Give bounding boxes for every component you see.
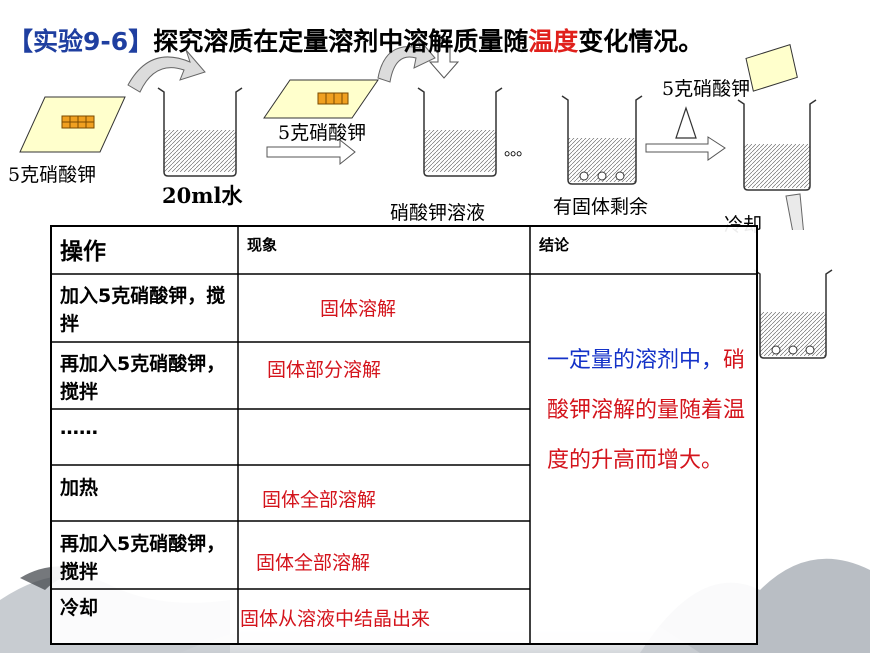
label-dots: 。。。 <box>504 140 532 159</box>
observation-cell-1: 固体溶解 <box>320 298 397 320</box>
observation-cell-6: 固体从溶液中结晶出来 <box>240 608 431 630</box>
experiment-diagram <box>19 36 817 230</box>
operation-cell-6: 冷却 <box>60 597 99 619</box>
beaker-heated <box>737 99 817 191</box>
observation-cell-5: 固体全部溶解 <box>256 552 371 574</box>
slide-title: 【实验9-6】探究溶质在定量溶剂中溶解质量随温度变化情况。 <box>8 22 703 58</box>
heat-triangle <box>675 106 697 139</box>
title-text-a: 探究溶质在定量溶剂中溶解质量随 <box>153 27 529 56</box>
operation-cell-2: 再加入5克硝酸钾，搅拌 <box>60 353 226 403</box>
label-residue: 有固体剩余 <box>553 196 649 218</box>
label-salt-2: 5克硝酸钾 <box>278 122 367 144</box>
salt-pile-2 <box>317 92 349 105</box>
label-salt-1: 5克硝酸钾 <box>8 164 97 186</box>
down-arrow-2 <box>428 39 460 79</box>
weighing-paper-3 <box>745 43 798 92</box>
conclusion-text: 一定量的溶剂中，硝酸钾溶解的量随着温度的升高而增大。 <box>547 336 757 486</box>
label-salt-3: 5克硝酸钾 <box>662 78 751 100</box>
conclusion-part-1: 一定量的溶剂中， <box>547 348 724 373</box>
beaker-water <box>157 87 243 177</box>
header-operation: 操作 <box>60 239 106 265</box>
header-phenomenon: 现象 <box>247 236 278 254</box>
beaker-solution <box>417 87 503 177</box>
observation-cell-2: 固体部分溶解 <box>267 359 382 381</box>
header-conclusion: 结论 <box>539 236 570 254</box>
title-bracket-open: 【 <box>8 27 34 56</box>
conclusion-part-2: 硝酸钾溶解的量随着温度的升高而增大。 <box>547 348 746 473</box>
arrow-right-1 <box>266 138 356 166</box>
arrow-right-2 <box>645 136 726 161</box>
label-solution: 硝酸钾溶液 <box>390 202 486 224</box>
operation-cell-4: 加热 <box>60 477 99 499</box>
beaker-residue <box>561 95 643 185</box>
title-highlight: 温度 <box>528 27 579 56</box>
operation-cell-3: …… <box>60 417 98 439</box>
title-bracket-close: 】 <box>128 27 154 56</box>
operation-cell-1: 加入5克硝酸钾，搅拌 <box>60 285 226 335</box>
observation-cell-4: 固体全部溶解 <box>262 489 377 511</box>
down-arrow-cool <box>785 193 804 230</box>
title-text-b: 变化情况。 <box>578 27 704 56</box>
pour-arrow-1 <box>127 49 206 93</box>
title-experiment-number: 实验9-6 <box>33 27 129 56</box>
label-water: 20ml水 <box>162 183 243 208</box>
pour-arrow-2 <box>377 36 436 83</box>
operation-cell-5: 再加入5克硝酸钾，搅拌 <box>60 533 226 583</box>
